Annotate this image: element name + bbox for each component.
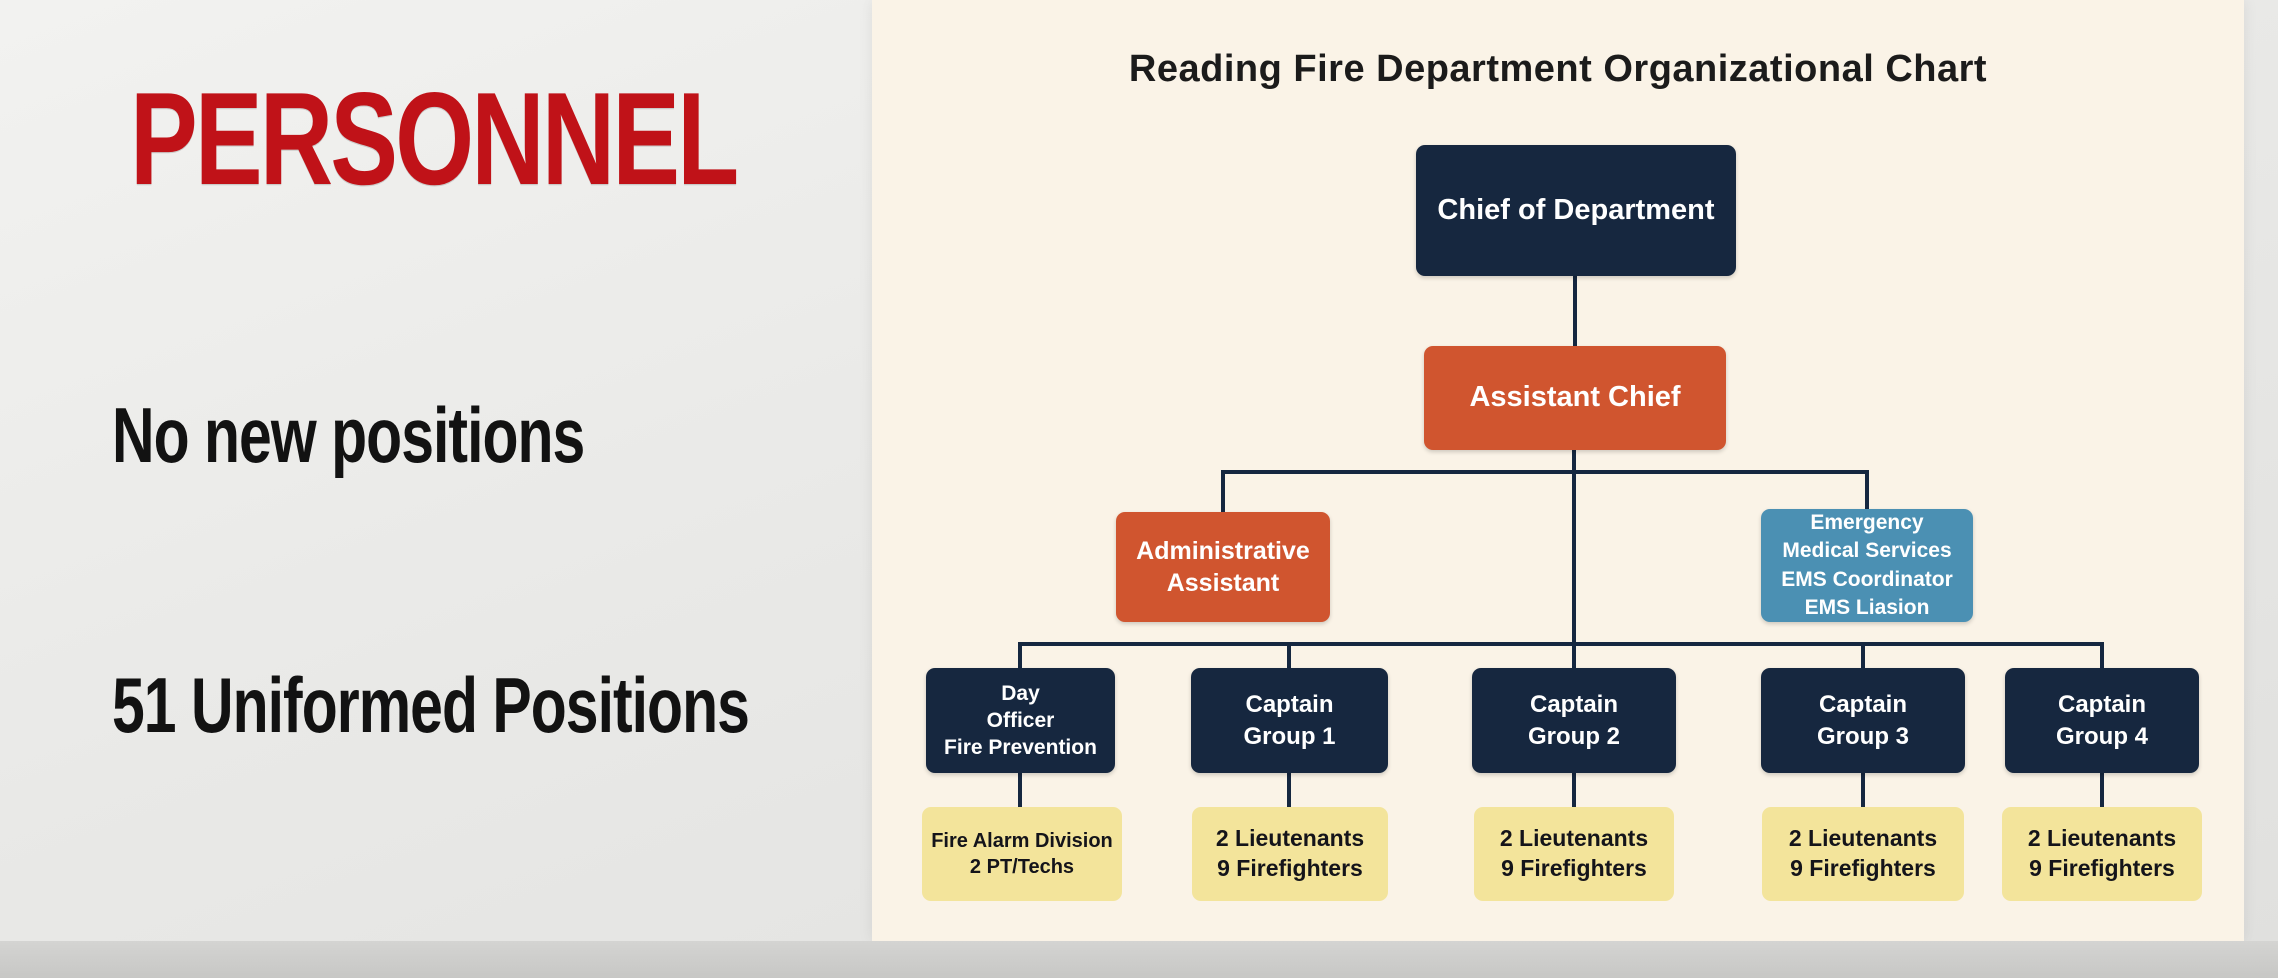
org-chart-title: Reading Fire Department Organizational C… bbox=[1128, 48, 1988, 90]
connector-captain1-crew bbox=[1287, 773, 1291, 807]
bottom-gray-strip bbox=[0, 941, 2278, 978]
connector-captain4-drop bbox=[2100, 642, 2104, 668]
connector-captain3-crew bbox=[1861, 773, 1865, 807]
connector-day-officer-drop bbox=[1018, 642, 1022, 668]
node-day-officer-fire-prevention: Day Officer Fire Prevention bbox=[926, 668, 1115, 773]
node-captain-group-3: Captain Group 3 bbox=[1761, 668, 1965, 773]
node-crew-group-2: 2 Lieutenants 9 Firefighters bbox=[1474, 807, 1674, 901]
connector-lower-horizontal bbox=[1018, 642, 2104, 646]
node-crew-group-3: 2 Lieutenants 9 Firefighters bbox=[1762, 807, 1964, 901]
node-chief-of-department: Chief of Department bbox=[1416, 145, 1736, 276]
connector-captain4-crew bbox=[2100, 773, 2104, 807]
node-captain-group-4: Captain Group 4 bbox=[2005, 668, 2199, 773]
slide-bullet-uniformed-positions: 51 Uniformed Positions bbox=[112, 663, 750, 750]
connector-captain3-drop bbox=[1861, 642, 1865, 668]
node-emergency-medical-services: Emergency Medical Services EMS Coordinat… bbox=[1761, 509, 1973, 622]
node-fire-alarm-division: Fire Alarm Division 2 PT/Techs bbox=[922, 807, 1122, 901]
slide-bullet-no-new-positions: No new positions bbox=[112, 393, 585, 480]
connector-captain1-drop bbox=[1287, 642, 1291, 668]
connector-ems-drop bbox=[1865, 470, 1869, 509]
connector-admin-drop bbox=[1221, 470, 1225, 512]
connector-captain2-crew bbox=[1572, 773, 1576, 807]
node-crew-group-4: 2 Lieutenants 9 Firefighters bbox=[2002, 807, 2202, 901]
connector-chief-assistant bbox=[1573, 276, 1577, 346]
node-captain-group-2: Captain Group 2 bbox=[1472, 668, 1676, 773]
node-captain-group-1: Captain Group 1 bbox=[1191, 668, 1388, 773]
connector-assistant-down bbox=[1572, 450, 1576, 668]
connector-upper-horizontal bbox=[1221, 470, 1869, 474]
node-crew-group-1: 2 Lieutenants 9 Firefighters bbox=[1192, 807, 1388, 901]
connector-day-officer-crew bbox=[1018, 773, 1022, 807]
left-slide-panel: PERSONNEL No new positions 51 Uniformed … bbox=[0, 0, 872, 978]
org-chart-panel: Reading Fire Department Organizational C… bbox=[872, 0, 2244, 941]
slide-title: PERSONNEL bbox=[130, 64, 739, 213]
node-assistant-chief: Assistant Chief bbox=[1424, 346, 1726, 450]
node-administrative-assistant: Administrative Assistant bbox=[1116, 512, 1330, 622]
